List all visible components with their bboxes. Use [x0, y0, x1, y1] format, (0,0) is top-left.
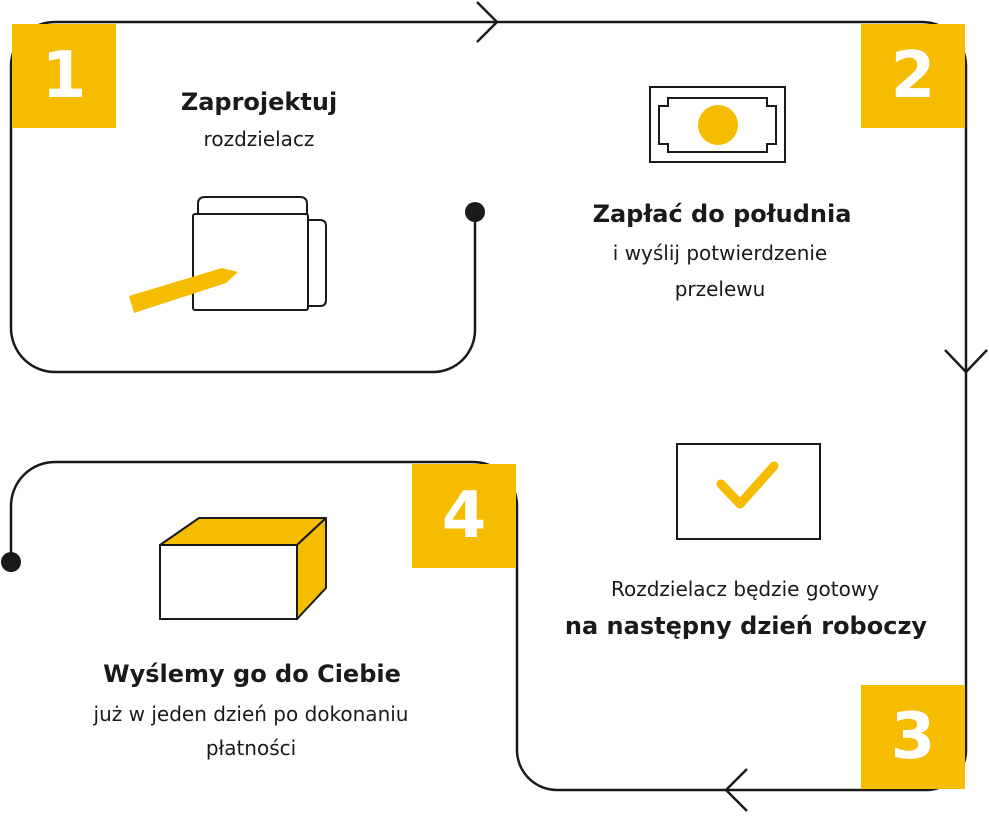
step-3-pre-text: Rozdzielacz będzie gotowy: [610, 577, 880, 601]
step-2-subtitle-line-2: przelewu: [674, 277, 766, 301]
step-4-subtitle-line-2: płatności: [205, 736, 297, 760]
connector-end-dot: [1, 552, 21, 572]
step-1-title: Zaprojektuj: [180, 88, 338, 116]
step-3-number-badge: 3: [861, 685, 965, 789]
step-3-title: na następny dzień roboczy: [564, 612, 928, 640]
package-box-icon: [159, 517, 327, 620]
step-4-subtitle-line-1: już w jeden dzień po dokonaniu: [93, 702, 409, 726]
arrow-right-icon: [476, 1, 499, 43]
pencil-icon: [129, 268, 238, 313]
step-2-title: Zapłać do południa: [592, 200, 852, 228]
manifold-design-pencil-icon: [192, 196, 327, 311]
banknote-icon: [649, 86, 786, 163]
step-4-title: Wyślemy go do Ciebie: [103, 660, 401, 688]
step-1-number-badge: 1: [12, 24, 116, 128]
step-4-number-badge: 4: [412, 464, 516, 568]
arrow-left-icon: [724, 768, 748, 812]
step-1-subtitle: rozdzielacz: [203, 127, 315, 151]
step-2-subtitle-line-1: i wyślij potwierdzenie: [612, 241, 828, 265]
step-2-number-badge: 2: [861, 24, 965, 128]
checkmark-box-icon: [676, 443, 821, 540]
connector-start-dot: [465, 202, 485, 222]
arrow-down-icon: [944, 349, 988, 374]
